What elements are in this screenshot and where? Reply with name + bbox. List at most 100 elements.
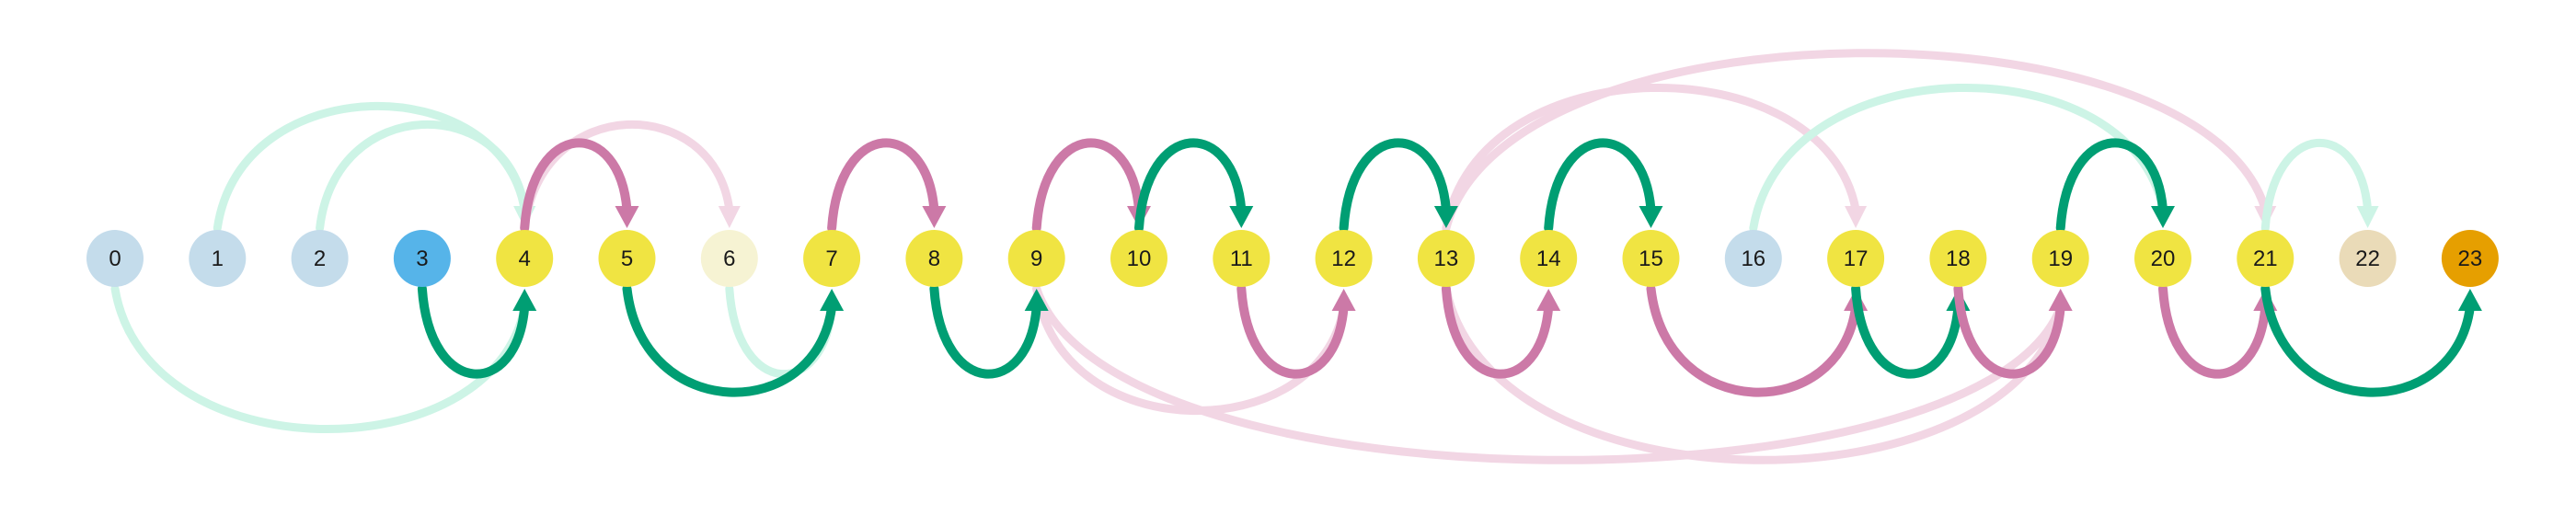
node-circle [803, 230, 861, 287]
edge-line [2158, 284, 2271, 379]
node-label: 18 [1946, 246, 1971, 271]
arrowhead-icon [2356, 206, 2379, 228]
node-label: 2 [314, 246, 326, 271]
node-3: 3 [393, 230, 451, 287]
edge-1-4 [213, 101, 536, 233]
edge-line [725, 284, 836, 378]
node-11: 11 [1213, 230, 1271, 287]
edge-11-12 [1236, 284, 1356, 379]
edge-9-10 [1031, 138, 1151, 233]
edge-line [316, 120, 529, 233]
edge-line [1031, 138, 1144, 233]
edge-13-21 [1442, 49, 2277, 233]
node-label: 15 [1639, 246, 1663, 271]
node-label: 3 [416, 246, 428, 271]
node-22: 22 [2339, 230, 2397, 287]
node-7: 7 [803, 230, 861, 287]
edge-8-9 [929, 284, 1049, 379]
node-circle [1724, 230, 1782, 287]
node-circle [598, 230, 656, 287]
node-circle [1417, 230, 1475, 287]
node-9: 9 [1007, 230, 1065, 287]
node-label: 14 [1536, 246, 1561, 271]
edge-line [1851, 284, 1963, 379]
node-label: 22 [2355, 246, 2380, 271]
edge-line [1236, 284, 1349, 379]
arrowhead-icon [512, 289, 537, 311]
node-circle [189, 230, 247, 287]
arrowhead-icon [922, 206, 947, 228]
edge-line [1442, 84, 1860, 233]
node-12: 12 [1315, 230, 1373, 287]
node-19: 19 [2031, 230, 2089, 287]
node-label: 1 [212, 246, 224, 271]
edge-line [2260, 284, 2475, 397]
edge-20-21 [2158, 284, 2278, 379]
edge-line [1646, 284, 1861, 397]
edge-line [417, 284, 530, 379]
node-0: 0 [86, 230, 144, 287]
edge-16-20 [1749, 84, 2174, 233]
edge-line [1749, 84, 2168, 233]
edge-0-4 [110, 284, 536, 433]
edge-15-17 [1646, 284, 1869, 397]
edge-18-19 [1953, 284, 2073, 379]
edge-2-4 [316, 120, 536, 233]
node-17: 17 [1827, 230, 1885, 287]
node-circle [1213, 230, 1271, 287]
edge-line [1339, 138, 1451, 233]
edges-layer [110, 49, 2482, 464]
edge-line [213, 101, 529, 233]
arrowhead-icon [1433, 206, 1458, 228]
node-circle [2237, 230, 2294, 287]
edge-line [2260, 139, 2373, 233]
node-circle [1110, 230, 1167, 287]
node-label: 11 [1230, 246, 1253, 271]
node-circle [700, 230, 758, 287]
node-label: 23 [2458, 246, 2483, 271]
node-circle [1520, 230, 1578, 287]
node-label: 0 [109, 246, 121, 271]
node-label: 16 [1741, 246, 1765, 271]
node-label: 21 [2253, 246, 2278, 271]
node-circle [2339, 230, 2397, 287]
node-21: 21 [2237, 230, 2294, 287]
node-2: 2 [291, 230, 349, 287]
arrowhead-icon [1536, 289, 1561, 311]
edge-line [1032, 284, 2065, 464]
edge-7-8 [827, 138, 947, 233]
node-label: 7 [825, 246, 837, 271]
node-label: 17 [1844, 246, 1869, 271]
node-label: 19 [2048, 246, 2073, 271]
edge-line [520, 138, 632, 233]
node-label: 10 [1127, 246, 1152, 271]
arrowhead-icon [2048, 289, 2073, 311]
node-5: 5 [598, 230, 656, 287]
edge-12-13 [1339, 138, 1458, 233]
arrowhead-icon [615, 206, 639, 228]
edge-13-19 [1442, 284, 2072, 464]
edge-line [827, 138, 939, 233]
edge-line [1442, 49, 2270, 233]
node-4: 4 [496, 230, 554, 287]
node-23: 23 [2441, 230, 2499, 287]
node-circle [496, 230, 554, 287]
arrowhead-icon [820, 289, 845, 311]
node-circle [1007, 230, 1065, 287]
edge-19-20 [2055, 138, 2175, 233]
node-13: 13 [1417, 230, 1475, 287]
node-circle [291, 230, 349, 287]
node-circle [1622, 230, 1680, 287]
edge-4-5 [520, 138, 639, 233]
edge-14-15 [1544, 138, 1663, 233]
arrowhead-icon [1229, 206, 1254, 228]
node-18: 18 [1929, 230, 1987, 287]
node-label: 12 [1331, 246, 1356, 271]
node-10: 10 [1110, 230, 1167, 287]
node-circle [1315, 230, 1373, 287]
node-label: 9 [1030, 246, 1042, 271]
node-circle [1827, 230, 1885, 287]
edge-line [1134, 138, 1247, 233]
arrowhead-icon [2151, 206, 2175, 228]
